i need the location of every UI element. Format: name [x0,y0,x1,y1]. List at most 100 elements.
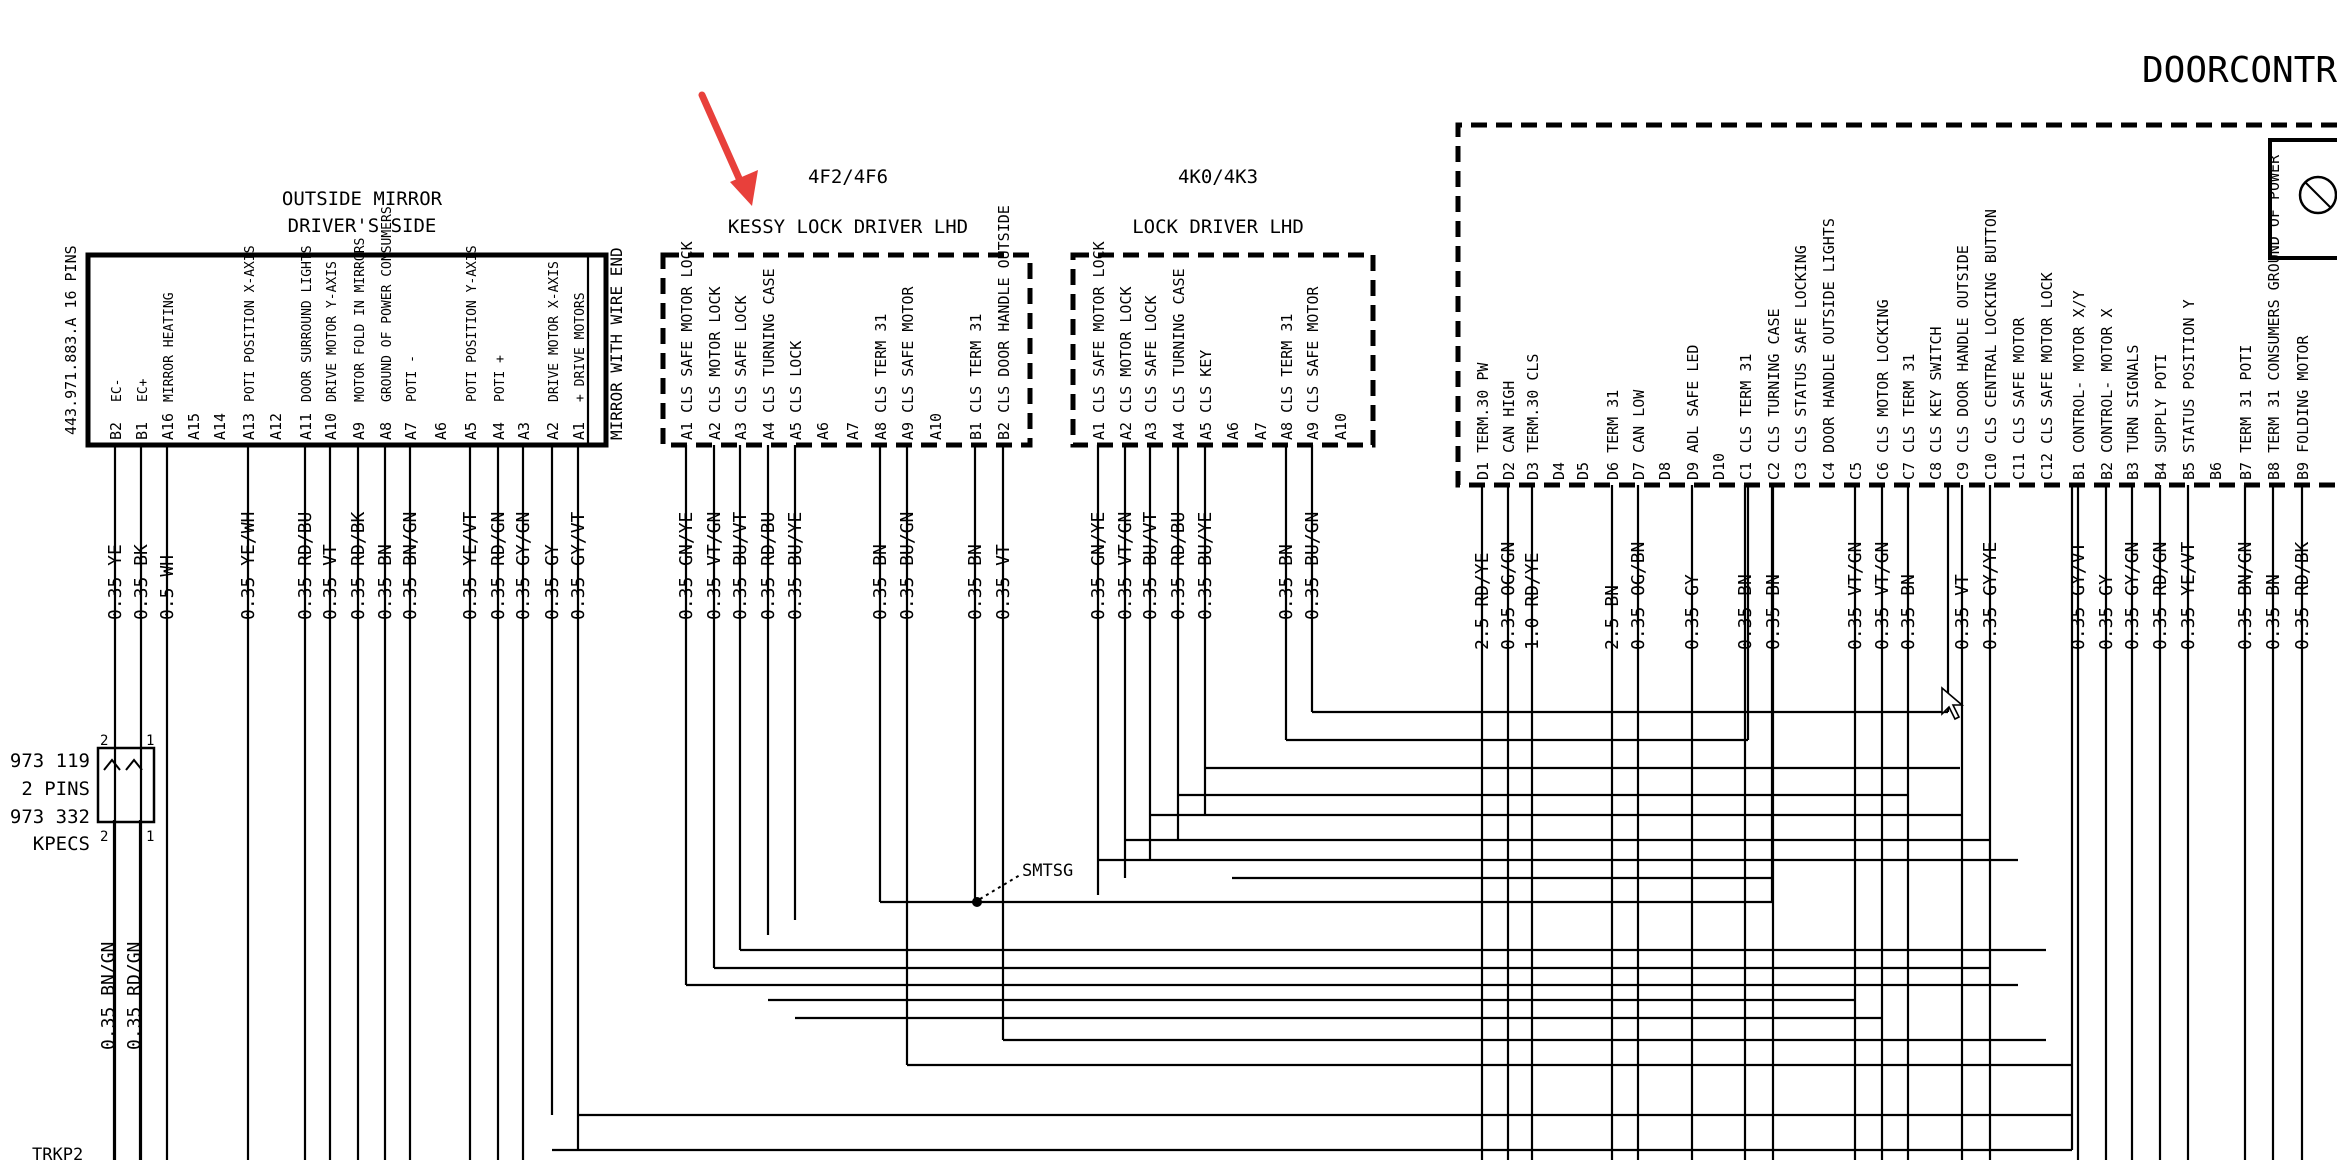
control-pin-label: D7 CAN LOW [1630,389,1648,480]
connector-pin-bottom-right: 1 [146,829,154,845]
kessy-code: 4F2/4F6 [808,166,888,188]
control-pin-label: D8 [1656,462,1674,480]
kessy-pin-label: B2 CLS DOOR HANDLE OUTSIDE [995,205,1013,440]
mirror-pin-number: B1 [133,422,151,440]
motor-icon [2298,175,2337,215]
mirror-pin-number: A6 [432,422,450,440]
kessy-pin-label: A7 [844,422,862,440]
control-pin-label: C11 CLS SAFE MOTOR [2010,316,2028,480]
mirror-pin-function: POTI POSITION X-AXIS [243,245,258,402]
mirror-pin-function: MIRROR HEATING [162,292,177,402]
connector-terminal-icon [103,758,143,771]
control-pin-label: B5 STATUS POSITION Y [2180,299,2198,480]
red-arrow-icon [698,91,746,189]
control-pin-label: C10 CLS CENTRAL LOCKING BUTTON [1982,209,2000,480]
splice-label: SMTSG [1022,861,1073,881]
control-pin-label: C5 [1847,462,1865,480]
lock-pin-label: A9 CLS SAFE MOTOR [1304,286,1322,440]
connector-pin-top: 2 [100,733,108,749]
lock-pin-label: A1 CLS SAFE MOTOR LOCK [1090,241,1108,440]
kessy-pin-label: A4 CLS TURNING CASE [760,268,778,440]
mirror-pin-function: POTI - [405,355,420,402]
kessy-pin-label: A3 CLS SAFE LOCK [732,296,750,441]
mirror-pin-number: A10 [322,413,340,440]
connector-number-bottom: 0 973 332 [0,806,90,828]
mirror-pin-number: A8 [377,422,395,440]
mirror-pin-function: DRIVE MOTOR Y-AXIS [325,261,340,402]
control-pin-label: C4 DOOR HANDLE OUTSIDE LIGHTS [1820,218,1838,480]
control-pin-label: C3 CLS STATUS SAFE LOCKING [1792,245,1810,480]
kessy-title: KESSY LOCK DRIVER LHD [728,216,968,238]
lock-pin-label: A4 CLS TURNING CASE [1170,268,1188,440]
mirror-part-number: 443.971.883.A 16 PINS [62,245,80,435]
mirror-pin-function: DRIVE MOTOR X-AXIS [547,261,562,402]
connector-pin-top-right: 1 [146,733,154,749]
cursor-icon [1941,686,1965,721]
control-pin-label: D4 [1550,462,1568,480]
mirror-pin-number: A13 [240,413,258,440]
control-pin-label: B4 SUPPLY POTI [2152,354,2170,480]
connector-pin-count: 2 PINS [21,778,90,800]
control-pin-label: D3 TERM.30 CLS [1524,354,1542,480]
kessy-pin-label: A6 [814,422,832,440]
kessy-pin-label: A10 [927,413,945,440]
wire-harness [112,445,2304,1160]
bottom-label: TRKP2 [32,1145,83,1160]
connector-code: KPECS [33,833,90,855]
control-pin-label: D6 TERM 31 [1604,390,1622,480]
mirror-pin-number: B2 [107,422,125,440]
connector-number-top: 9 973 119 [0,750,90,772]
mirror-pin-function: GROUND OF POWER CONSUMERS [380,206,395,402]
control-pin-label: C2 CLS TURNING CASE [1765,308,1783,480]
control-pin-label: B3 TURN SIGNALS [2124,345,2142,480]
kessy-pin-label: A2 CLS MOTOR LOCK [706,286,724,440]
lock-box [1070,252,1376,448]
mirror-pin-number: A5 [462,422,480,440]
mirror-pin-function: DOOR SURROUND LIGHTS [300,245,315,402]
control-pin-label: B7 TERM 31 POTI [2237,345,2255,480]
mirror-pin-number: A7 [402,422,420,440]
control-pin-label: C7 CLS TERM 31 [1900,354,1918,480]
kessy-pin-label: A9 CLS SAFE MOTOR [899,286,917,440]
lock-pin-label: A10 [1332,413,1350,440]
control-pin-label: D5 [1574,462,1592,480]
mirror-pin-number: A1 [570,422,588,440]
mirror-pin-number: A11 [297,413,315,440]
motor-icon-cross [2305,182,2331,208]
lock-pin-label: A3 CLS SAFE LOCK [1142,296,1160,441]
mirror-pin-number: A4 [490,422,508,440]
mirror-pin-function: + DRIVE MOTORS [573,292,588,402]
kessy-box [660,252,1033,448]
control-pin-label: B6 [2207,462,2225,480]
control-pin-label: B9 FOLDING MOTOR [2294,335,2312,480]
control-pin-label: C12 CLS SAFE MOTOR LOCK [2038,272,2056,480]
lock-pin-label: A6 [1224,422,1242,440]
power-unit-inset [2268,138,2337,260]
mirror-pin-number: A14 [211,413,229,440]
mirror-pin-number: A15 [185,413,203,440]
mirror-end-label: MIRROR WITH WIRE END [607,247,626,440]
control-pin-label: D1 TERM.30 PW [1474,362,1492,480]
control-pin-label: C1 CLS TERM 31 [1737,354,1755,480]
lock-pin-label: A5 CLS KEY [1197,350,1215,440]
kessy-pin-label: A5 CLS LOCK [787,341,805,440]
control-pin-label: B1 CONTROL- MOTOR X/Y [2070,290,2088,480]
control-pin-label: B8 TERM 31 CONSUMERS GROUND OF POWER [2265,154,2283,480]
control-pin-label: D9 ADL SAFE LED [1684,345,1702,480]
splice-leader [979,874,1021,900]
lock-pin-label: A8 CLS TERM 31 [1278,314,1296,440]
mirror-pin-number: A9 [350,422,368,440]
lock-pin-label: A2 CLS MOTOR LOCK [1117,286,1135,440]
control-pin-label: D10 [1710,453,1728,480]
control-pin-label: B2 CONTROL- MOTOR X [2098,308,2116,480]
kessy-pin-label: A8 CLS TERM 31 [872,314,890,440]
lock-code: 4K0/4K3 [1178,166,1258,188]
connector-box [96,746,156,824]
mirror-pin-function: POTI + [493,355,508,402]
control-pin-label: C6 CLS MOTOR LOCKING [1874,299,1892,480]
red-arrow-head [730,170,758,206]
lock-title: LOCK DRIVER LHD [1132,216,1304,238]
mirror-pin-function: MOTOR FOLD IN MIRRORS [353,238,368,402]
